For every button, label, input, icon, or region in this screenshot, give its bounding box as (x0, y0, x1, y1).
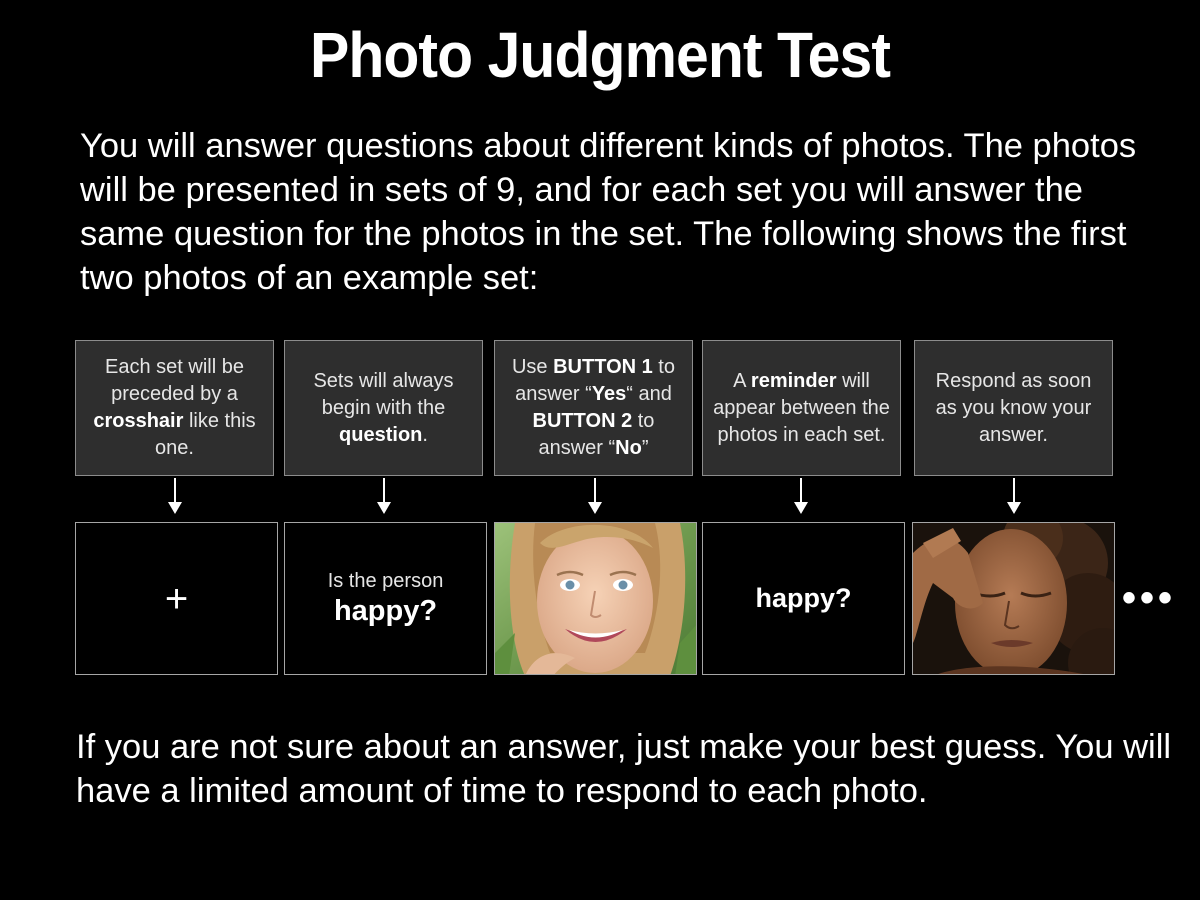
note-text: “ and (626, 383, 672, 405)
reminder-word: happy? (755, 583, 852, 613)
distressed-woman-photo (912, 522, 1115, 675)
smiling-girl-image (495, 523, 696, 674)
frame-question: Is the person happy? (284, 522, 487, 675)
question-word: happy? (333, 594, 438, 627)
note-text: . (422, 423, 428, 446)
note-text: ” (641, 437, 649, 459)
note-text: Sets will always begin with the (313, 369, 454, 419)
note-bold: BUTTON 2 (532, 410, 633, 432)
smiling-girl-photo (494, 522, 697, 675)
frame-reminder: happy? (702, 522, 905, 675)
intro-paragraph: You will answer questions about differen… (80, 127, 1137, 297)
note-text: A (733, 369, 751, 392)
note-bold: reminder (750, 369, 837, 392)
note-text: like this one. (155, 410, 256, 459)
note-text: to answer “ (515, 356, 675, 405)
down-arrow-icon (1007, 478, 1021, 516)
note-bold: question (339, 423, 423, 446)
note-reminder: A reminder will appear between the photo… (702, 340, 901, 476)
more-frames-ellipsis: ••• (1122, 576, 1177, 620)
note-text: to answer “ (538, 410, 655, 459)
note-bold: Yes (591, 383, 627, 405)
down-arrow-icon (168, 478, 182, 516)
note-buttons: Use BUTTON 1 to answer “Yes“ and BUTTON … (494, 340, 693, 476)
down-arrow-icon (794, 478, 808, 516)
down-arrow-icon (377, 478, 391, 516)
page-title: Photo Judgment Test (309, 19, 891, 91)
down-arrow-icon (588, 478, 602, 516)
distressed-woman-image (913, 523, 1114, 674)
note-text: Use (511, 356, 554, 378)
note-crosshair: Each set will be preceded by a crosshair… (75, 340, 274, 476)
note-bold: No (615, 437, 642, 459)
crosshair-icon: + (164, 576, 189, 621)
note-respond: Respond as soon as you know your answer. (914, 340, 1113, 476)
note-bold: crosshair (93, 410, 184, 432)
outro-paragraph: If you are not sure about an answer, jus… (76, 728, 1172, 810)
note-text: will appear between the photos in each s… (713, 369, 890, 446)
note-bold: BUTTON 1 (553, 356, 653, 378)
question-prefix: Is the person (327, 569, 444, 592)
note-text: Respond as soon as you know your answer. (935, 369, 1092, 446)
note-text: Each set will be preceded by a (105, 356, 244, 405)
frame-crosshair: + (75, 522, 278, 675)
note-question: Sets will always begin with the question… (284, 340, 483, 476)
